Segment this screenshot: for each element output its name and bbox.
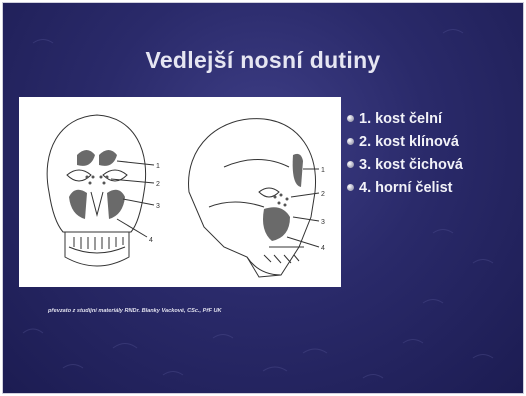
- front-callout-2: 2: [156, 181, 160, 188]
- side-callout-3: 3: [321, 219, 325, 226]
- bullet-label: 2. kost klínová: [359, 134, 459, 150]
- source-credit: převzato z studijní materiály RNDr. Blan…: [48, 308, 222, 314]
- bullet-point-icon: [347, 115, 354, 122]
- bullet-item: 4. horní čelist: [347, 176, 523, 199]
- slide: Vedlejší nosní dutiny: [3, 3, 523, 393]
- side-callout-2: 2: [321, 191, 325, 198]
- front-callout-1: 1: [156, 163, 160, 170]
- bullet-point-icon: [347, 184, 354, 191]
- bullet-label: 3. kost čichová: [359, 157, 463, 173]
- side-callout-4: 4: [321, 245, 325, 252]
- bullet-label: 4. horní čelist: [359, 180, 452, 196]
- bullet-item: 1. kost čelní: [347, 107, 523, 130]
- bullet-point-icon: [347, 138, 354, 145]
- bullet-point-icon: [347, 161, 354, 168]
- bullet-item: 2. kost klínová: [347, 130, 523, 153]
- skull-side-view: [189, 119, 319, 277]
- front-callout-3: 3: [156, 203, 160, 210]
- bullet-item: 3. kost čichová: [347, 153, 523, 176]
- side-callout-1: 1: [321, 167, 325, 174]
- skull-illustration: 1 2 3 4: [19, 97, 341, 287]
- slide-title: Vedlejší nosní dutiny: [3, 47, 523, 74]
- bullet-list: 1. kost čelní 2. kost klínová 3. kost či…: [347, 107, 523, 199]
- front-callout-4: 4: [149, 237, 153, 244]
- sinus-shading-front: [69, 150, 125, 219]
- bullet-label: 1. kost čelní: [359, 111, 442, 127]
- skull-front-view: [47, 115, 154, 266]
